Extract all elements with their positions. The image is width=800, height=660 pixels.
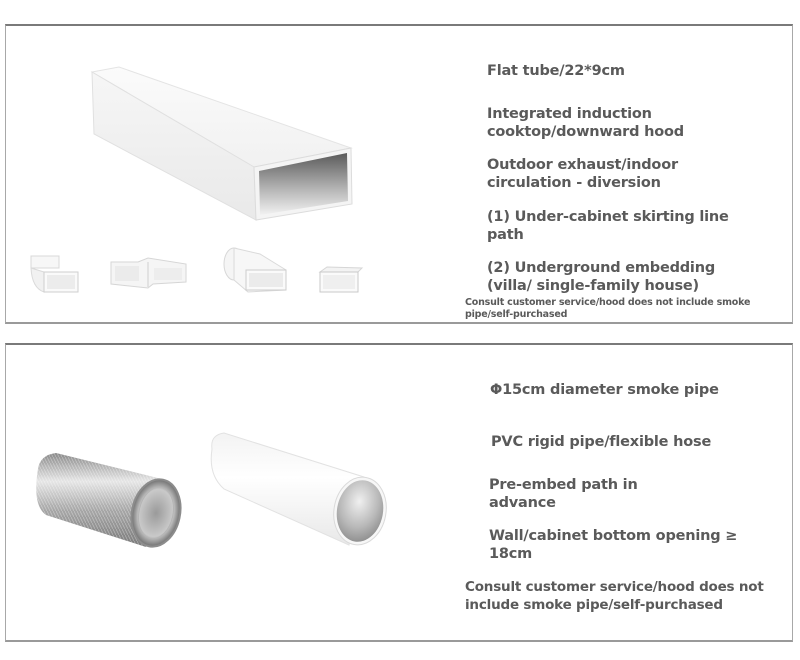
- round-to-flat-adapter-image: [223, 247, 287, 293]
- aluminum-flexible-hose-image: [36, 453, 182, 548]
- spec-line: Flat tube/22*9cm: [487, 63, 625, 79]
- flat-duct-image: [90, 66, 353, 221]
- round-pipe-panel: Φ15cm diameter smoke pipe PVC rigid pipe…: [5, 343, 793, 642]
- spec-line: Pre-embed path in advance: [489, 477, 638, 511]
- spec-line: (2) Underground embedding (villa/ single…: [487, 260, 716, 294]
- spec-line: PVC rigid pipe/flexible hose: [491, 434, 712, 450]
- pvc-rigid-round-pipe-image: [210, 432, 387, 546]
- elbow-vertical-fitting-image: [30, 255, 79, 293]
- straight-connector-image: [318, 266, 364, 293]
- spec-line: Φ15cm diameter smoke pipe: [490, 382, 719, 398]
- disclaimer-note: Consult customer service/hood does not i…: [465, 297, 751, 320]
- spec-line: Integrated induction cooktop/downward ho…: [487, 106, 684, 140]
- spec-line: Wall/cabinet bottom opening ≥ 18cm: [489, 528, 738, 562]
- elbow-horizontal-fitting-image: [110, 257, 187, 289]
- spec-line: (1) Under-cabinet skirting line path: [487, 209, 729, 243]
- flat-tube-panel: Flat tube/22*9cm Integrated induction co…: [5, 24, 793, 324]
- disclaimer-note: Consult customer service/hood does not i…: [465, 579, 764, 613]
- spec-line: Outdoor exhaust/indoor circulation - div…: [487, 157, 678, 191]
